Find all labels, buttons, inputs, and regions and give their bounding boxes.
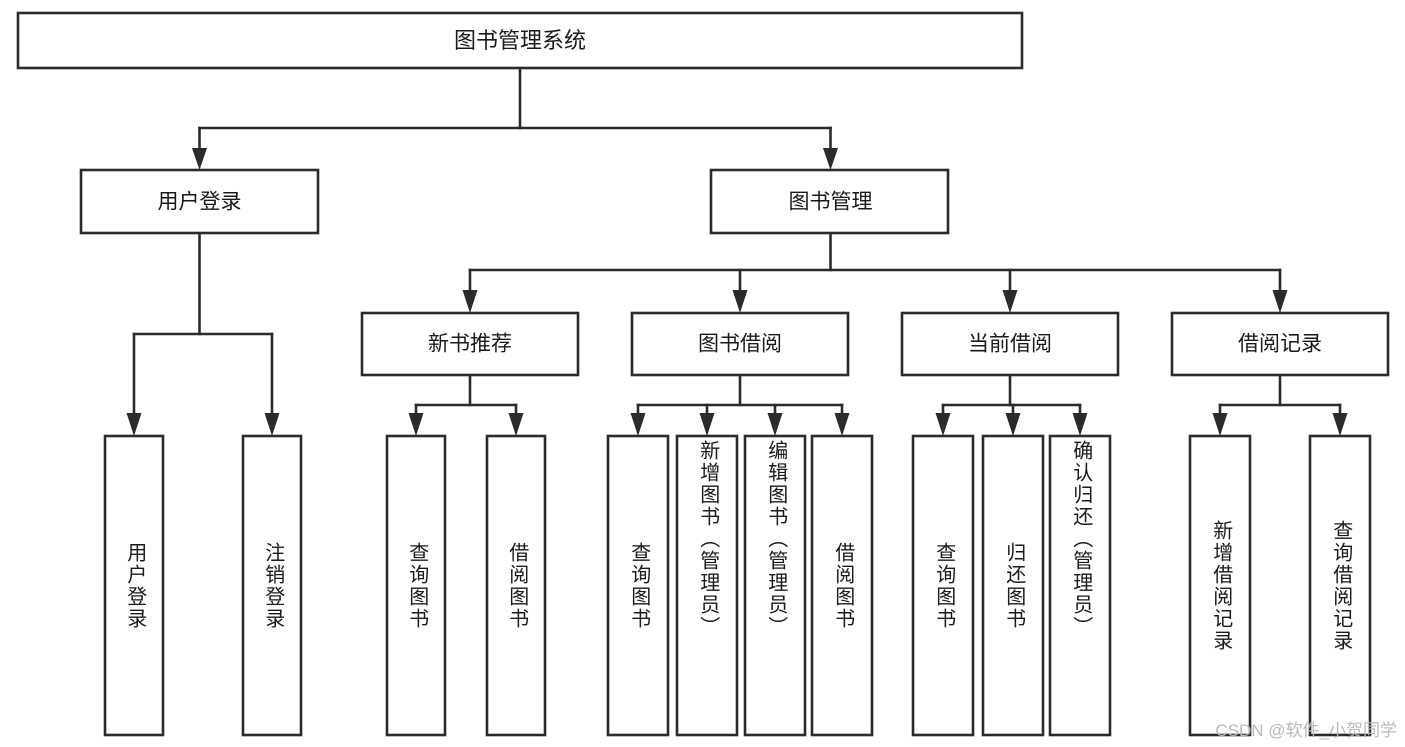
leaf-query-borrow-record[interactable] <box>1308 434 1372 737</box>
node-book-borrowing[interactable] <box>630 311 850 377</box>
arrow-to-new-book-rec <box>462 290 478 313</box>
node-user-login[interactable] <box>79 168 320 235</box>
arrow-leaf-user-login <box>126 413 142 436</box>
label-book-management: 图书管理 <box>789 191 873 214</box>
arrow-leaf-query-book-1 <box>408 413 424 436</box>
arrow-leaf-query-book-3 <box>935 413 951 436</box>
connector-layer <box>126 66 1348 436</box>
leaf-confirm-return-admin[interactable] <box>1048 434 1112 737</box>
label-current-borrowing: 当前借阅 <box>968 333 1052 356</box>
node-root-book-management-system[interactable] <box>16 11 1024 70</box>
arrow-leaf-add-book <box>699 413 715 436</box>
leaf-edit-book-admin[interactable] <box>743 434 807 737</box>
arrow-leaf-borrow-book-1 <box>508 413 524 436</box>
arrow-to-book-mgmt <box>823 148 838 170</box>
leaf-borrow-book-borrowing[interactable] <box>810 434 874 737</box>
label-user-login: 用户登录 <box>158 191 242 214</box>
node-layer <box>16 11 1390 737</box>
arrow-to-user-login <box>192 148 207 170</box>
arrow-leaf-confirm-return <box>1072 413 1088 436</box>
arrow-leaf-query-book-2 <box>630 413 646 436</box>
horizontal-label-layer: 图书管理系统 用户登录 图书管理 新书推荐 图书借阅 当前借阅 借阅记录 <box>158 28 1323 356</box>
node-book-management[interactable] <box>709 168 950 235</box>
label-new-book-recommendation: 新书推荐 <box>428 333 512 356</box>
arrow-to-borrow-record <box>1272 290 1288 313</box>
leaf-return-book[interactable] <box>981 434 1045 737</box>
leaf-user-login[interactable] <box>103 434 165 737</box>
node-new-book-recommendation[interactable] <box>360 311 580 377</box>
leaf-add-book-admin[interactable] <box>675 434 739 737</box>
node-borrowing-record[interactable] <box>1170 311 1390 377</box>
leaf-query-book-recommend[interactable] <box>385 434 447 737</box>
label-borrowing-record: 借阅记录 <box>1238 333 1322 356</box>
arrow-to-current-borrow <box>1002 290 1018 313</box>
leaf-add-borrow-record[interactable] <box>1188 434 1252 737</box>
arrow-leaf-borrow-book-2 <box>834 413 850 436</box>
leaf-query-book-current[interactable] <box>911 434 975 737</box>
node-current-borrowing[interactable] <box>900 311 1120 377</box>
label-book-borrowing: 图书借阅 <box>698 333 782 356</box>
arrow-leaf-return-book <box>1005 413 1021 436</box>
arrow-leaf-add-record <box>1212 413 1228 436</box>
arrow-leaf-logout <box>264 413 280 436</box>
watermark-text: CSDN @软件_小贺同学 <box>1215 721 1397 740</box>
leaf-logout[interactable] <box>241 434 303 737</box>
arrow-leaf-query-record <box>1332 413 1348 436</box>
leaf-query-book-borrowing[interactable] <box>606 434 670 737</box>
leaf-borrow-book-recommend[interactable] <box>485 434 547 737</box>
label-root: 图书管理系统 <box>454 28 586 53</box>
arrow-to-book-borrow <box>732 290 748 313</box>
arrow-leaf-edit-book <box>767 413 783 436</box>
